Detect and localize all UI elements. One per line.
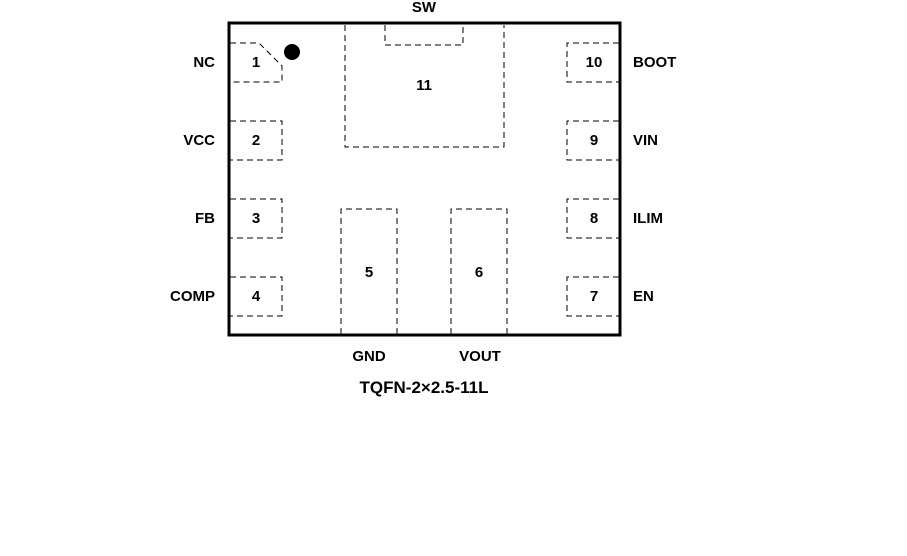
package-name: TQFN-2×2.5-11L bbox=[360, 378, 489, 397]
pin-name-6: VOUT bbox=[459, 348, 501, 365]
pad-6 bbox=[450, 208, 508, 334]
pad-5 bbox=[340, 208, 398, 334]
pin-name-8: ILIM bbox=[633, 210, 663, 227]
pin-name-9: VIN bbox=[633, 132, 658, 149]
pad-11 bbox=[344, 25, 505, 148]
pad-8 bbox=[566, 198, 619, 239]
pad-4 bbox=[230, 276, 283, 317]
pin-number-1: 1 bbox=[252, 54, 260, 71]
pad-3 bbox=[230, 198, 283, 239]
pin-name-2: VCC bbox=[183, 132, 215, 149]
pad-10 bbox=[566, 42, 619, 83]
pin-name-10: BOOT bbox=[633, 54, 676, 71]
pin-number-11: 11 bbox=[416, 77, 432, 94]
pin-name-11: SW bbox=[412, 0, 437, 16]
pin1-indicator-dot bbox=[284, 44, 300, 60]
pin-number-5: 5 bbox=[365, 264, 373, 281]
pad-1 bbox=[230, 42, 283, 83]
pin-number-8: 8 bbox=[590, 210, 598, 227]
pin-number-10: 10 bbox=[586, 54, 603, 71]
package-outline bbox=[227, 21, 622, 337]
pin-name-7: EN bbox=[633, 288, 654, 305]
pin-number-4: 4 bbox=[252, 288, 261, 305]
pin-name-4: COMP bbox=[170, 288, 215, 305]
pad-9 bbox=[566, 120, 619, 161]
pad-11-tab bbox=[384, 25, 464, 46]
pin-number-6: 6 bbox=[475, 264, 483, 281]
pad-2 bbox=[230, 120, 283, 161]
pin-number-9: 9 bbox=[590, 132, 598, 149]
pad-7 bbox=[566, 276, 619, 317]
pin-number-7: 7 bbox=[590, 288, 598, 305]
pin-name-1: NC bbox=[193, 54, 215, 71]
pin-number-2: 2 bbox=[252, 132, 260, 149]
pin-name-3: FB bbox=[195, 210, 215, 227]
pin-number-3: 3 bbox=[252, 210, 260, 227]
pin-name-5: GND bbox=[352, 348, 386, 365]
